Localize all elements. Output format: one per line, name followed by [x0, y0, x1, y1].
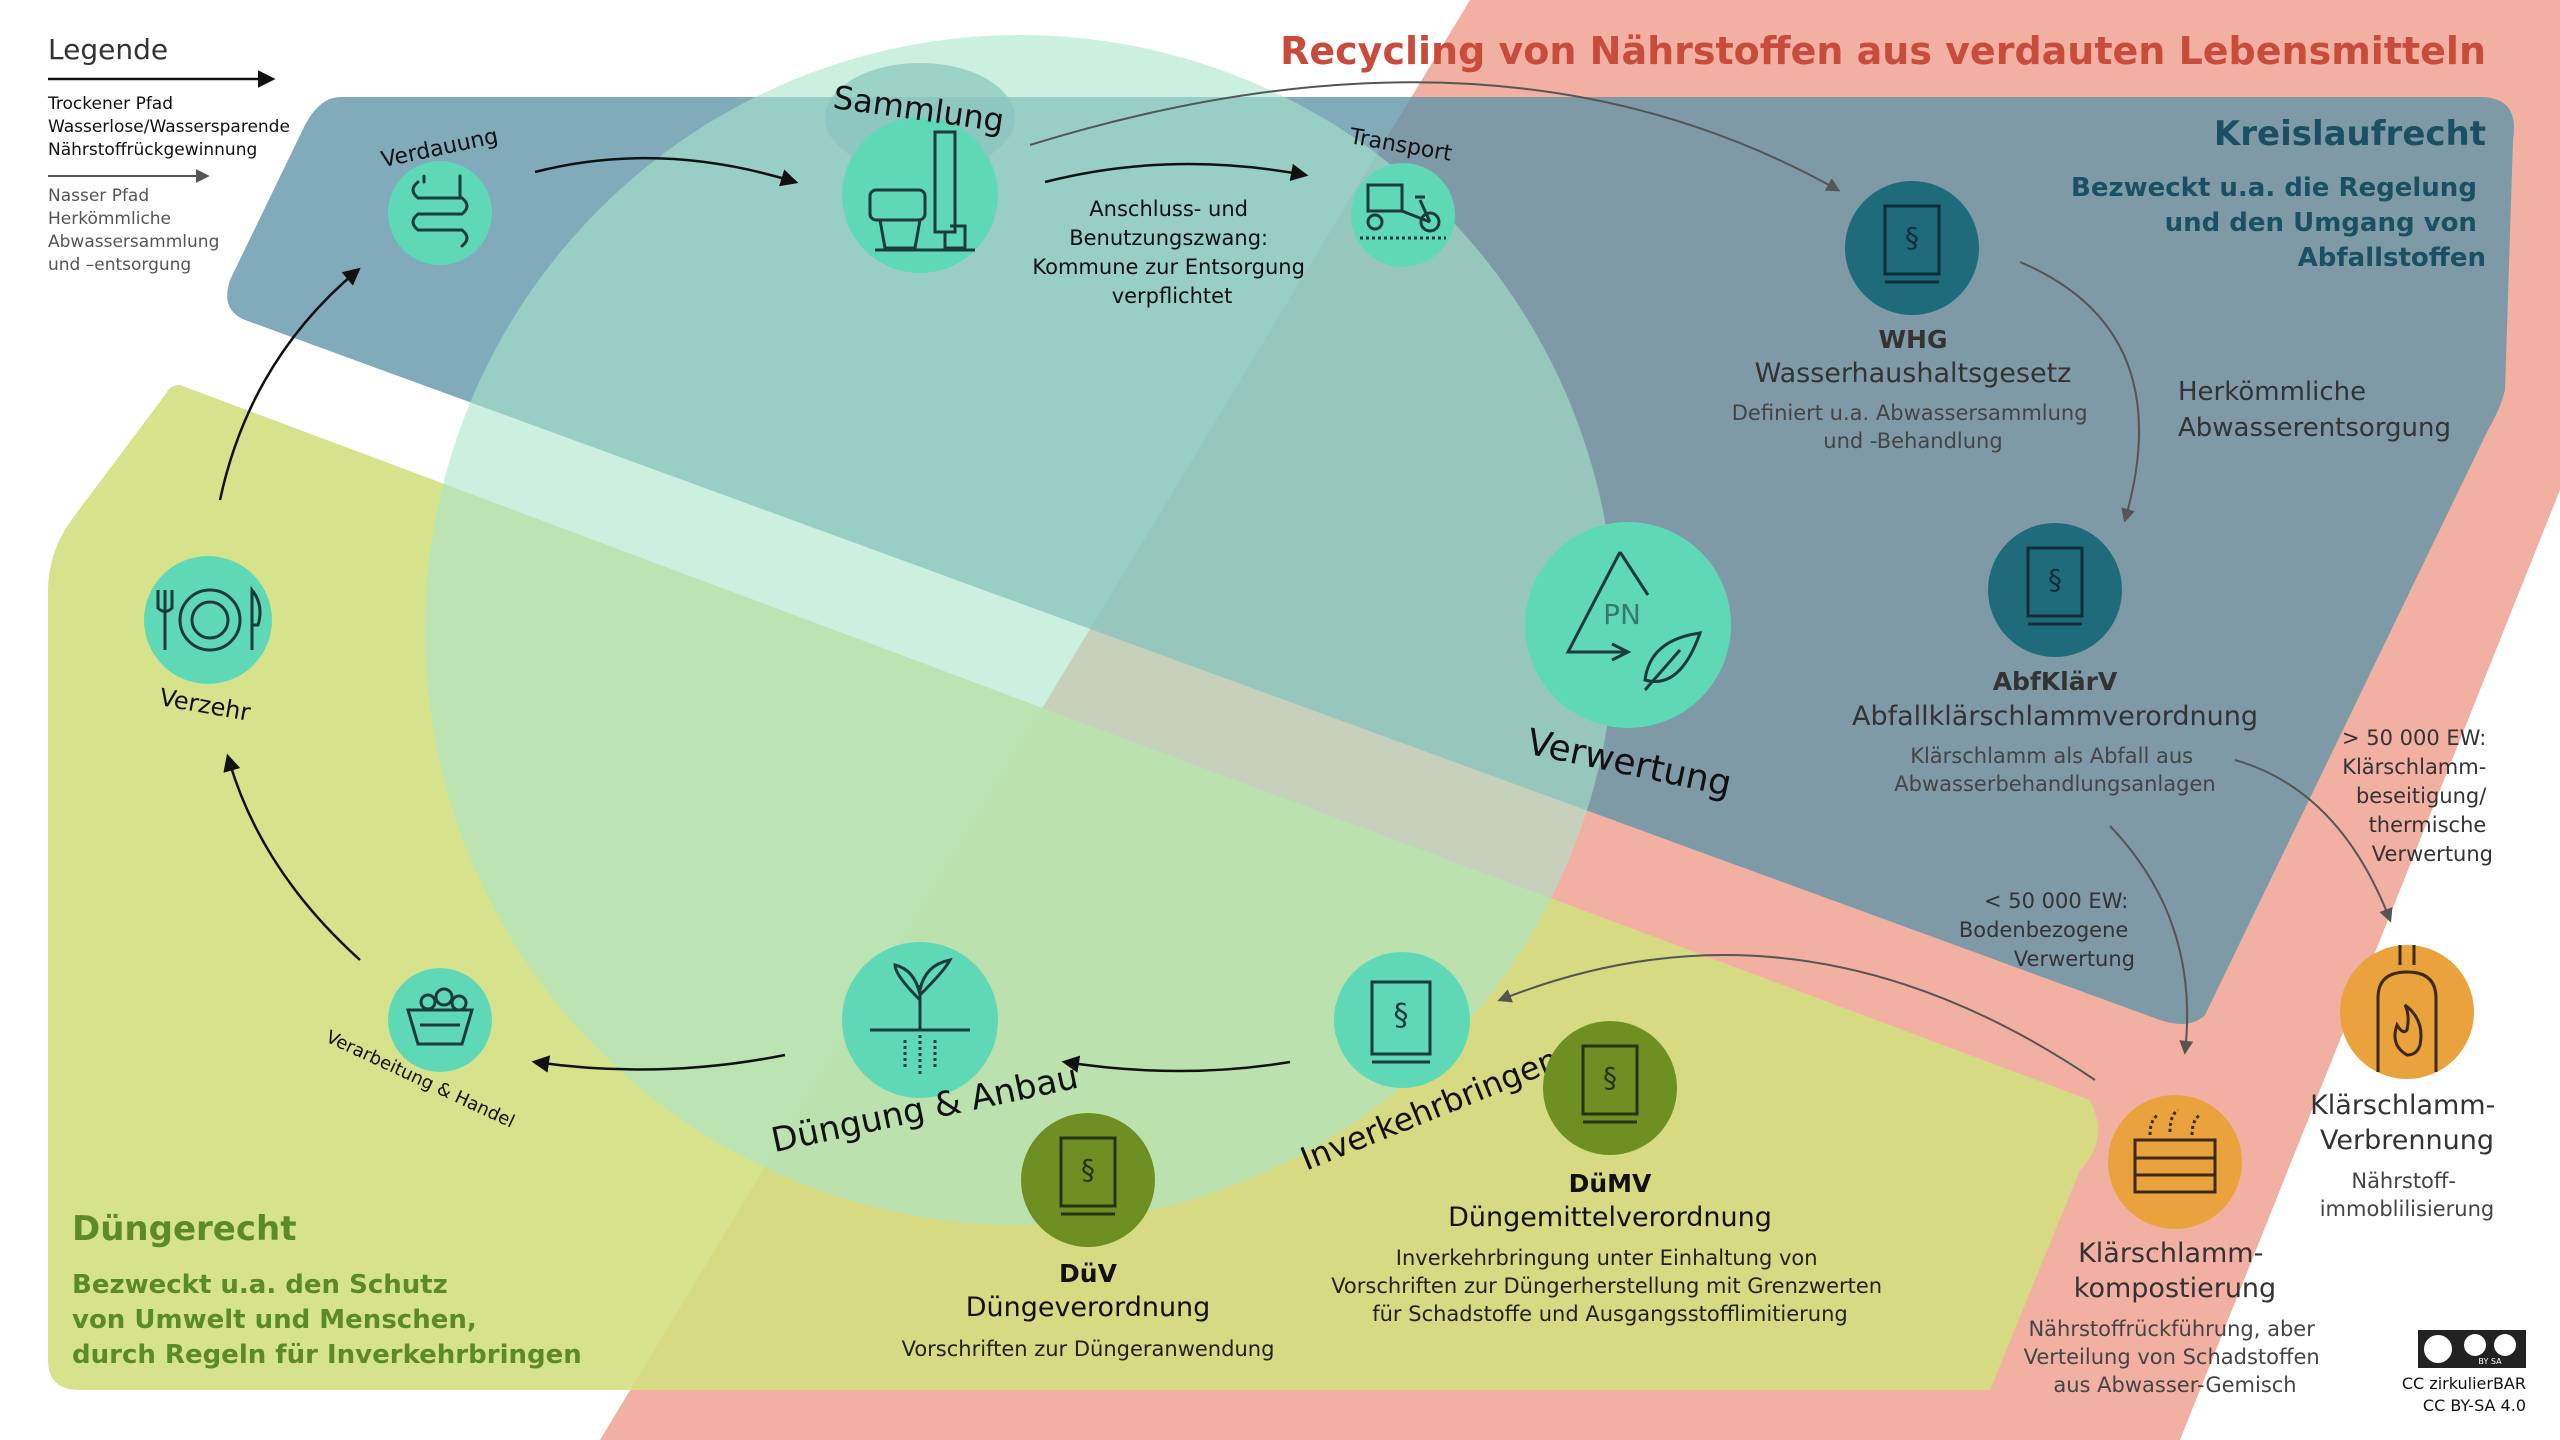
- arrow-sammlung-whg: [1029, 81, 1841, 192]
- whg-paragraph: §: [1905, 221, 1919, 254]
- duev-desc: Vorschriften zur Düngeranwendung: [902, 1337, 1275, 1361]
- node-transport: Transport: [1347, 124, 1455, 267]
- compost-icon: [2133, 1108, 2217, 1194]
- abfklaerv-circle: [1988, 523, 2122, 657]
- duengerecht-heading: Düngerecht: [72, 1209, 296, 1249]
- law-duemv: § DüMV Düngemittelverordnung Inverkehrbr…: [1331, 1021, 1889, 1326]
- ew-small-text: < 50 000 EW: Bodenbezogene Verwertung: [1959, 889, 2135, 971]
- arrow-sammlung-transport: [1044, 162, 1309, 184]
- duemv-name: Düngemittelverordnung: [1448, 1202, 1772, 1233]
- law-whg: § WHG Wasserhaushaltsgesetz Definiert u.…: [1732, 181, 2095, 453]
- cargo-bike-icon: [1360, 183, 1446, 240]
- arrow-whg-abfklaerv: [2019, 261, 2141, 523]
- arrow-verzehr-verdauung: [218, 267, 361, 501]
- abfklaerv-paragraph: §: [2048, 563, 2062, 596]
- duemv-abbr: DüMV: [1569, 1169, 1652, 1198]
- furnace-flame-icon: [2376, 945, 2438, 1072]
- duev-abbr: DüV: [1059, 1259, 1118, 1288]
- law-abfklaerv: § AbfKlärV Abfallklärschlammverordnung K…: [1852, 523, 2258, 796]
- kreislaufrecht-heading: Kreislaufrecht: [2214, 114, 2486, 154]
- abfklaerv-desc: Klärschlamm als Abfall aus Abwasserbehan…: [1894, 744, 2215, 796]
- whg-desc: Definiert u.a. Abwassersammlung und -Beh…: [1732, 401, 2095, 453]
- law-book-icon: [1581, 1044, 1639, 1124]
- arrow-abfklaerv-verbrennung: [2234, 759, 2393, 923]
- ew-large-text: > 50 000 EW: Klärschlamm- beseitigung/ t…: [2342, 726, 2493, 866]
- verbrennung-name: Klärschlamm- Verbrennung: [2310, 1090, 2504, 1156]
- duev-paragraph: §: [1081, 1153, 1095, 1186]
- pn-label: PN: [1603, 598, 1641, 631]
- verbrennung-desc: Nährstoff- immoblilisierung: [2320, 1169, 2495, 1221]
- arrow-abfklaerv-kompost: [2109, 825, 2194, 1055]
- law-book-icon: [2026, 546, 2084, 626]
- plate-cutlery-icon: [156, 585, 262, 652]
- kreislaufrecht-desc: Bezweckt u.a. die Regelung und den Umgan…: [2071, 173, 2486, 273]
- legend-dry-text: Trockener Pfad Wasserlose/Wassersparende…: [47, 94, 295, 160]
- arrow-verarbeitung-verzehr: [223, 753, 361, 961]
- duev-name: Düngeverordnung: [966, 1292, 1211, 1323]
- law-book-icon: [1370, 980, 1432, 1064]
- cc-icon: [2422, 1333, 2454, 1365]
- anschluss-text: Anschluss- und Benutzungszwang: Kommune …: [1032, 197, 1311, 308]
- license-org: CC zirkulierBAR: [2402, 1374, 2526, 1393]
- law-book-icon: [1883, 204, 1941, 284]
- cycle-arrows: [218, 156, 1309, 1073]
- verarbeitung-circle: [388, 968, 492, 1072]
- legend-wet-text: Nasser Pfad Herkömmliche Abwassersammlun…: [48, 186, 225, 275]
- duengerecht-block: Düngerecht Bezweckt u.a. den Schutz von …: [72, 1209, 582, 1370]
- kompost-desc: Nährstoffrückführung, aber Verteilung vo…: [2024, 1317, 2327, 1397]
- whg-abbr: WHG: [1878, 325, 1947, 354]
- arrow-verdauung-sammlung: [534, 156, 799, 187]
- duev-circle: [1021, 1113, 1155, 1247]
- license-badge: BY SA CC zirkulierBAR CC BY-SA 4.0: [2402, 1330, 2526, 1415]
- legend: Legende Trockener Pfad Wasserlose/Wasser…: [47, 33, 295, 275]
- whg-circle: [1845, 181, 1979, 315]
- verzehr-circle: [144, 556, 272, 684]
- arrow-kompost-inverkehr: [1497, 954, 2096, 1081]
- arrow-duengung-verarbeitung: [531, 1053, 786, 1073]
- whg-name: Wasserhaushaltsgesetz: [1755, 358, 2072, 389]
- node-verbrennung: Klärschlamm- Verbrennung Nährstoff- immo…: [2310, 945, 2504, 1221]
- cc-badge-text: BY SA: [2478, 1357, 2502, 1366]
- toilet-icon: [868, 130, 975, 252]
- inverkehr-paragraph: §: [1394, 998, 1409, 1033]
- recycle-leaf-icon: [1565, 551, 1703, 691]
- intestine-icon: [411, 174, 469, 248]
- duengerecht-desc: Bezweckt u.a. den Schutz von Umwelt und …: [72, 1270, 582, 1370]
- basket-icon: [405, 987, 475, 1046]
- node-verwertung: PN Verwertung: [1523, 522, 1735, 805]
- page-title: Recycling von Nährstoffen aus verdauten …: [1280, 29, 2486, 73]
- wet-arrows: [1029, 81, 2393, 1081]
- kompost-circle: [2108, 1095, 2242, 1229]
- abfklaerv-abbr: AbfKlärV: [1993, 667, 2118, 696]
- duemv-paragraph: §: [1603, 1061, 1617, 1094]
- inverkehr-circle: [1334, 952, 1470, 1088]
- transport-circle: [1351, 163, 1455, 267]
- duemv-desc: Inverkehrbringung unter Einhaltung von V…: [1331, 1246, 1889, 1326]
- arrow-inverkehr-duengung: [1061, 1055, 1291, 1073]
- cycle-circle: [425, 35, 1615, 1225]
- by-icon: [2464, 1334, 2486, 1356]
- node-kompost: Klärschlamm- kompostierung Nährstoffrück…: [2024, 1095, 2327, 1397]
- herkoemmlich-label: Herkömmliche Abwasserentsorgung: [2178, 377, 2451, 443]
- kompost-name: Klärschlamm- kompostierung: [2074, 1238, 2276, 1304]
- verwertung-circle: [1525, 522, 1731, 728]
- law-duev: § DüV Düngeverordnung Vorschriften zur D…: [902, 1113, 1275, 1361]
- duemv-circle: [1543, 1021, 1677, 1155]
- license-lic: CC BY-SA 4.0: [2423, 1396, 2526, 1415]
- seedling-icon: [870, 957, 970, 1075]
- kreislaufrecht-block: Kreislaufrecht Bezweckt u.a. die Regelun…: [2071, 114, 2486, 273]
- abfklaerv-name: Abfallklärschlammverordnung: [1852, 701, 2258, 732]
- sa-icon: [2494, 1334, 2516, 1356]
- legend-heading: Legende: [48, 33, 168, 66]
- law-book-icon: [1059, 1136, 1117, 1216]
